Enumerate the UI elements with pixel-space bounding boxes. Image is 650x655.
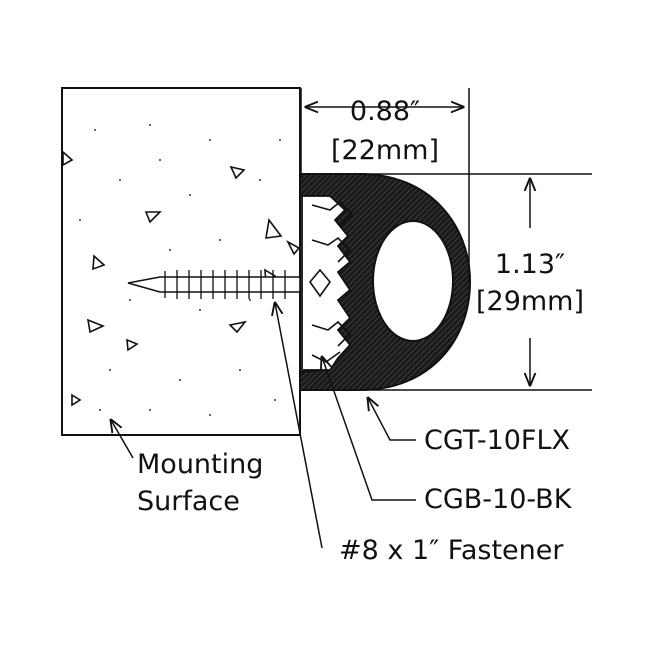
aggregate-speckles: [79, 124, 281, 416]
dimension-lines: [300, 88, 592, 391]
height-mm-label: [29mm]: [476, 286, 584, 317]
width-mm-label: [22mm]: [331, 135, 439, 166]
mounting-surface-block: [61, 87, 301, 436]
hollow-bulb: [372, 220, 454, 342]
retainer-base: [301, 195, 354, 371]
callout-leaders: [111, 303, 416, 549]
width-inch-label: 0.88″: [350, 96, 420, 127]
cgt-label: CGT-10FLX: [424, 425, 570, 456]
fastener-label: #8 x 1″ Fastener: [339, 535, 564, 566]
mounting-label-line1: Mounting: [137, 449, 263, 480]
fastener-screw: [127, 270, 301, 299]
cgb-label: CGB-10-BK: [424, 484, 573, 515]
mounting-label-line2: Surface: [137, 486, 240, 517]
height-inch-label: 1.13″: [495, 249, 565, 280]
